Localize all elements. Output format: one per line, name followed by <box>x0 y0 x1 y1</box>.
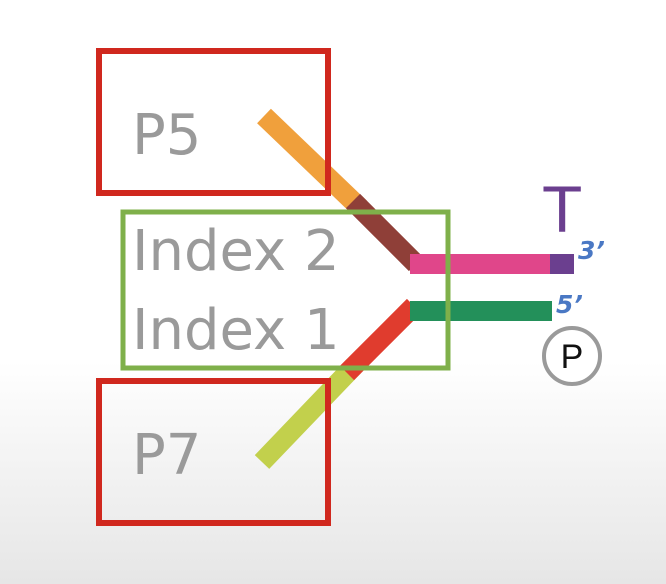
index1-adapter-segment <box>339 298 422 381</box>
p7-box <box>96 378 331 526</box>
p5-adapter-segment <box>257 108 367 216</box>
t-overhang-segment <box>550 254 574 274</box>
five-prime-label: 5’ <box>556 290 583 319</box>
index1-label: Index 1 <box>132 298 340 363</box>
p7-label: P7 <box>132 423 201 488</box>
index-box <box>120 209 451 371</box>
p5-box <box>96 48 331 196</box>
phosphate-label: P <box>561 338 584 376</box>
t-overhang-label: T <box>542 172 582 246</box>
p7-adapter-segment <box>254 359 362 469</box>
phosphate-circle-icon <box>542 326 602 386</box>
p5-label: P5 <box>132 103 201 168</box>
three-prime-label: 3’ <box>578 236 605 265</box>
index2-label: Index 2 <box>132 219 340 284</box>
